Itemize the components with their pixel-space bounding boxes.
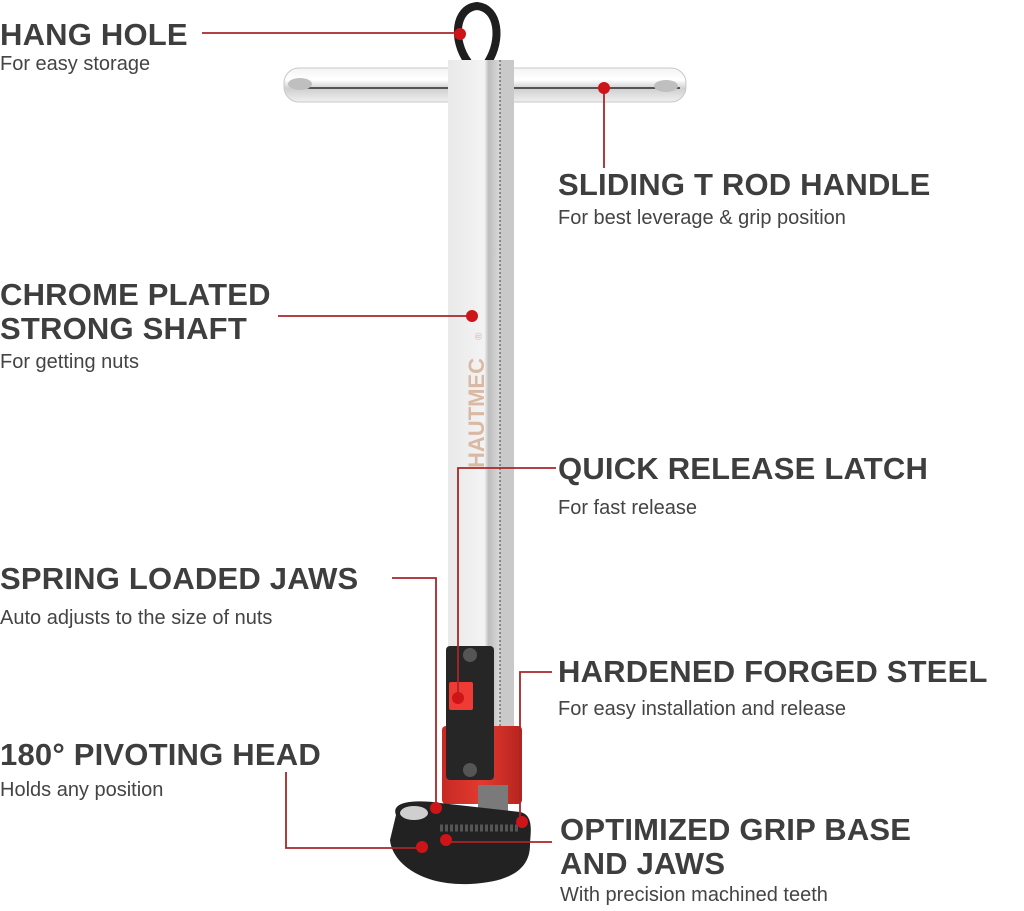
callout-title-line1: OPTIMIZED GRIP BASE	[560, 812, 912, 847]
callout-title-line1: CHROME PLATED	[0, 277, 271, 312]
callout-subtitle: For getting nuts	[0, 351, 139, 373]
callout-subtitle: With precision machined teeth	[560, 884, 828, 906]
callout-hang-hole: HANG HOLE For easy storage	[0, 18, 188, 76]
leader-lines	[202, 32, 605, 849]
callout-chrome-plated-shaft: CHROME PLATED STRONG SHAFT For getting n…	[0, 278, 271, 374]
callout-hardened-forged-steel: HARDENED FORGED STEEL For easy installat…	[558, 655, 988, 721]
callout-title: SLIDING T ROD HANDLE	[558, 167, 931, 202]
callout-title-line2: STRONG SHAFT	[0, 311, 247, 346]
shaft: HAUTMEC ®	[448, 60, 514, 760]
callout-optimized-grip-base: OPTIMIZED GRIP BASE AND JAWS With precis…	[560, 813, 911, 907]
callout-title-line2: AND JAWS	[560, 846, 726, 881]
callout-subtitle: For easy storage	[0, 53, 151, 75]
callout-sliding-t-rod-handle: SLIDING T ROD HANDLE For best leverage &…	[558, 168, 931, 230]
callout-pivoting-head: 180° PIVOTING HEAD Holds any position	[0, 738, 321, 802]
callout-subtitle: Auto adjusts to the size of nuts	[0, 607, 273, 629]
callout-title: HARDENED FORGED STEEL	[558, 654, 988, 689]
callout-quick-release-latch: QUICK RELEASE LATCH For fast release	[558, 452, 928, 520]
hang-loop	[453, 1, 501, 66]
callout-subtitle: For easy installation and release	[558, 698, 846, 720]
callout-subtitle: For fast release	[558, 497, 697, 519]
brand-logo-text: HAUTMEC	[464, 358, 489, 468]
callout-title: HANG HOLE	[0, 17, 188, 52]
svg-text:®: ®	[474, 332, 485, 340]
callout-title: SPRING LOADED JAWS	[0, 561, 359, 596]
callout-markers	[416, 28, 610, 853]
callout-subtitle: For best leverage & grip position	[558, 207, 846, 229]
callout-spring-loaded-jaws: SPRING LOADED JAWS Auto adjusts to the s…	[0, 562, 358, 630]
callout-title: QUICK RELEASE LATCH	[558, 451, 929, 486]
callout-title: 180° PIVOTING HEAD	[0, 737, 321, 772]
callout-subtitle: Holds any position	[0, 779, 164, 801]
